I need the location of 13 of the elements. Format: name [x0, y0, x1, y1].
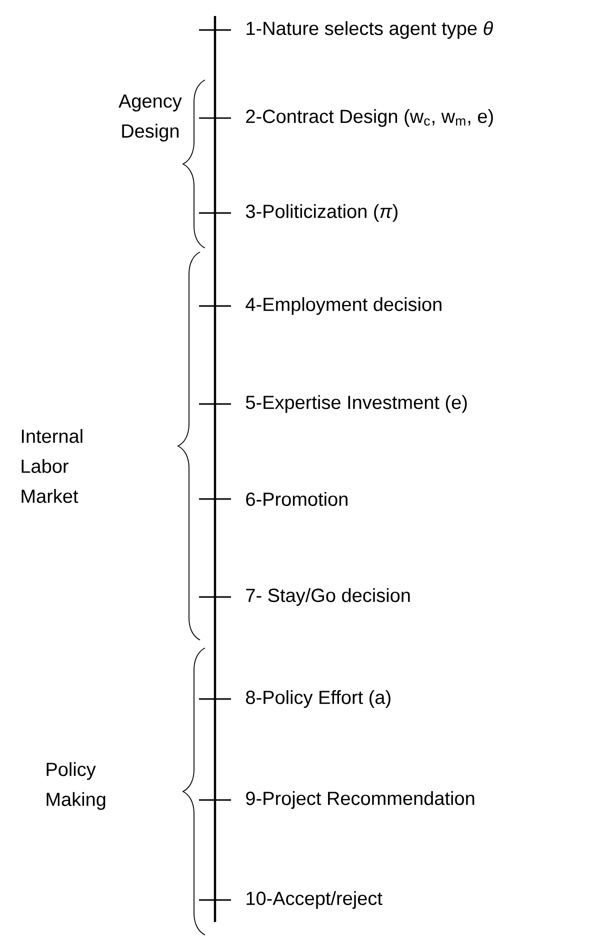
event-label: 6-Promotion [246, 492, 348, 506]
brace-label: Policy Making [46, 762, 106, 810]
event-label: 8-Policy Effort (a) [246, 690, 390, 708]
brace-label: Agency Design [118, 94, 182, 142]
event-label: 1-Nature selects agent type θ [246, 21, 493, 39]
event-label: 4-Employment decision [246, 297, 442, 315]
event-label: 7- Stay/Go decision [246, 588, 410, 606]
event-label: 5-Expertise Investment (e) [246, 395, 467, 413]
event-label: 2-Contract Design (w$_{c}$, w$_{m}$, e) [246, 109, 493, 127]
event-label: 10-Accept/reject [246, 891, 382, 909]
event-label: 3-Politicization (π) [246, 204, 398, 222]
brace-label: Internal Labor Market [22, 429, 82, 503]
event-label: 9-Project Recommendation [246, 791, 474, 809]
